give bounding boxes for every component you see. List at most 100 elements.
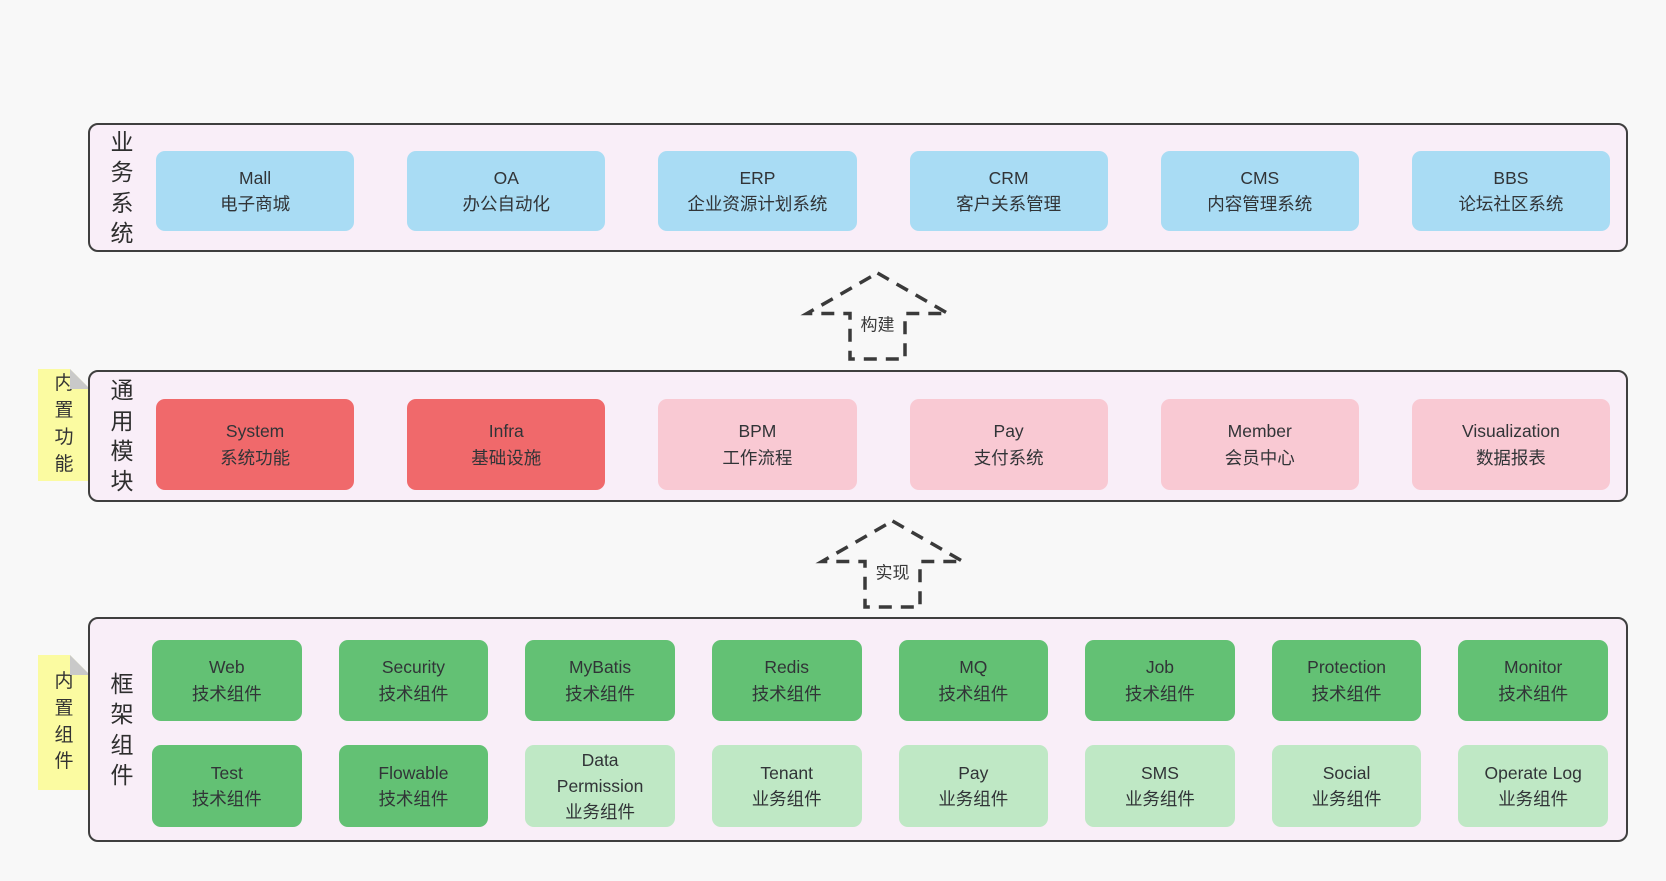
box-title: OA (493, 167, 519, 188)
box-title: Web (208, 657, 245, 678)
framework-components-row-1: Web 技术组件 Security 技术组件 MyBatis 技术组件 Redi… (152, 640, 1608, 721)
box-subtitle: 支付系统 (973, 447, 1044, 468)
box-erp: ERP 企业资源计划系统 (658, 151, 857, 231)
box-mall: Mall 电子商城 (156, 151, 355, 231)
box-title: Data Permission (556, 749, 644, 796)
box-subtitle: 客户关系管理 (956, 194, 1062, 214)
box-title: Test (210, 762, 243, 783)
box-title: BPM (738, 421, 777, 442)
sticky-note-builtin-components: 内置组件 (38, 655, 90, 790)
box-subtitle: 电子商城 (220, 194, 291, 214)
box-subtitle: 内容管理系统 (1207, 194, 1313, 214)
box-subtitle: 工作流程 (722, 447, 793, 468)
box-pay-module: Pay 支付系统 (909, 399, 1108, 490)
dashed-up-arrow-icon (815, 518, 970, 609)
box-title: Mall (239, 167, 272, 188)
box-title: Pay (958, 762, 989, 783)
box-title: Tenant (760, 762, 813, 783)
box-bpm: BPM 工作流程 (658, 399, 857, 490)
box-mq: MQ 技术组件 (898, 640, 1049, 721)
box-subtitle: 技术组件 (565, 683, 636, 704)
box-sms: SMS 业务组件 (1085, 745, 1235, 827)
box-web: Web 技术组件 (152, 640, 302, 721)
box-infra: Infra 基础设施 (407, 399, 606, 490)
box-subtitle: 技术组件 (1124, 683, 1195, 704)
panel-label-text: 框架组件 (110, 670, 134, 788)
box-security: Security 技术组件 (338, 640, 489, 721)
sticky-note-label: 内置组件 (54, 670, 74, 773)
arrow-implement: 实现 (815, 518, 970, 609)
panel-business-systems: 业务系统 Mall 电子商城 OA 办公自动化 ERP 企业资源计划系统 CRM… (88, 123, 1628, 252)
box-subtitle: 业务组件 (1498, 789, 1569, 809)
box-subtitle: 系统功能 (220, 447, 291, 468)
box-title: Visualization (1461, 421, 1560, 442)
box-test: Test 技术组件 (152, 745, 302, 827)
box-title: CRM (988, 167, 1029, 188)
box-subtitle: 业务组件 (1311, 789, 1382, 809)
box-title: ERP (739, 167, 776, 188)
box-crm: CRM 客户关系管理 (909, 151, 1108, 231)
box-subtitle: 技术组件 (378, 683, 449, 704)
box-operate-log: Operate Log 业务组件 (1458, 745, 1608, 827)
box-mybatis: MyBatis 技术组件 (525, 640, 675, 721)
box-subtitle: 技术组件 (191, 683, 262, 704)
box-title: MQ (959, 657, 988, 678)
arrow-build: 构建 (800, 270, 955, 361)
box-title: Protection (1307, 657, 1386, 678)
box-oa: OA 办公自动化 (407, 151, 606, 231)
box-member: Member 会员中心 (1160, 399, 1359, 490)
box-redis: Redis 技术组件 (711, 640, 862, 721)
panel-framework-components: 框架组件 Web 技术组件 Security 技术组件 MyBatis 技术组件… (88, 617, 1628, 842)
box-protection: Protection 技术组件 (1271, 640, 1422, 721)
business-systems-row: Mall 电子商城 OA 办公自动化 ERP 企业资源计划系统 CRM 客户关系… (156, 151, 1611, 231)
box-subtitle: 业务组件 (565, 802, 636, 823)
box-title: Social (1322, 762, 1371, 783)
panel-label-text: 业务系统 (110, 128, 134, 246)
dashed-up-arrow-icon (800, 270, 955, 361)
box-subtitle: 论坛社区系统 (1458, 194, 1564, 214)
framework-components-row-2: Test 技术组件 Flowable 技术组件 Data Permission … (152, 745, 1608, 827)
box-title: Flowable (378, 762, 449, 783)
box-title: Operate Log (1484, 762, 1582, 783)
box-data-permission: Data Permission 业务组件 (525, 745, 675, 827)
box-title: BBS (1493, 167, 1529, 188)
box-title: MyBatis (568, 657, 632, 678)
panel-label-business-systems: 业务系统 (90, 125, 154, 250)
box-subtitle: 技术组件 (1311, 683, 1382, 704)
sticky-note-builtin-features: 内置功能 (38, 369, 90, 481)
arrow-implement-label: 实现 (872, 557, 913, 585)
common-modules-row: System 系统功能 Infra 基础设施 BPM 工作流程 Pay 支付系统… (156, 399, 1611, 490)
box-cms: CMS 内容管理系统 (1160, 151, 1359, 231)
box-title: Security (381, 657, 446, 678)
box-subtitle: 技术组件 (378, 789, 449, 809)
box-title: System (225, 421, 285, 442)
box-tenant: Tenant 业务组件 (711, 745, 862, 827)
box-title: Infra (488, 421, 524, 442)
box-subtitle: 办公自动化 (462, 194, 551, 214)
box-subtitle: 数据报表 (1475, 447, 1546, 468)
panel-label-text: 通用模块 (110, 377, 134, 495)
box-visualization: Visualization 数据报表 (1411, 399, 1611, 490)
box-subtitle: 技术组件 (938, 683, 1009, 704)
box-subtitle: 基础设施 (471, 447, 542, 468)
panel-label-framework-components: 框架组件 (90, 619, 154, 840)
arrow-build-label: 构建 (857, 309, 898, 337)
box-title: Pay (993, 421, 1024, 442)
sticky-note-label: 内置功能 (54, 373, 74, 475)
box-title: Member (1227, 421, 1292, 442)
box-subtitle: 业务组件 (751, 789, 822, 809)
box-title: Monitor (1504, 657, 1563, 678)
box-pay-component: Pay 业务组件 (898, 745, 1049, 827)
box-bbs: BBS 论坛社区系统 (1411, 151, 1611, 231)
panel-label-common-modules: 通用模块 (90, 372, 154, 500)
box-subtitle: 企业资源计划系统 (687, 194, 828, 214)
box-subtitle: 技术组件 (1498, 683, 1569, 704)
box-subtitle: 会员中心 (1224, 447, 1295, 468)
box-subtitle: 业务组件 (938, 789, 1009, 809)
box-subtitle: 技术组件 (751, 683, 822, 704)
box-monitor: Monitor 技术组件 (1458, 640, 1608, 721)
box-social: Social 业务组件 (1271, 745, 1422, 827)
box-subtitle: 业务组件 (1124, 789, 1195, 809)
box-title: CMS (1240, 167, 1280, 188)
box-subtitle: 技术组件 (191, 789, 262, 809)
